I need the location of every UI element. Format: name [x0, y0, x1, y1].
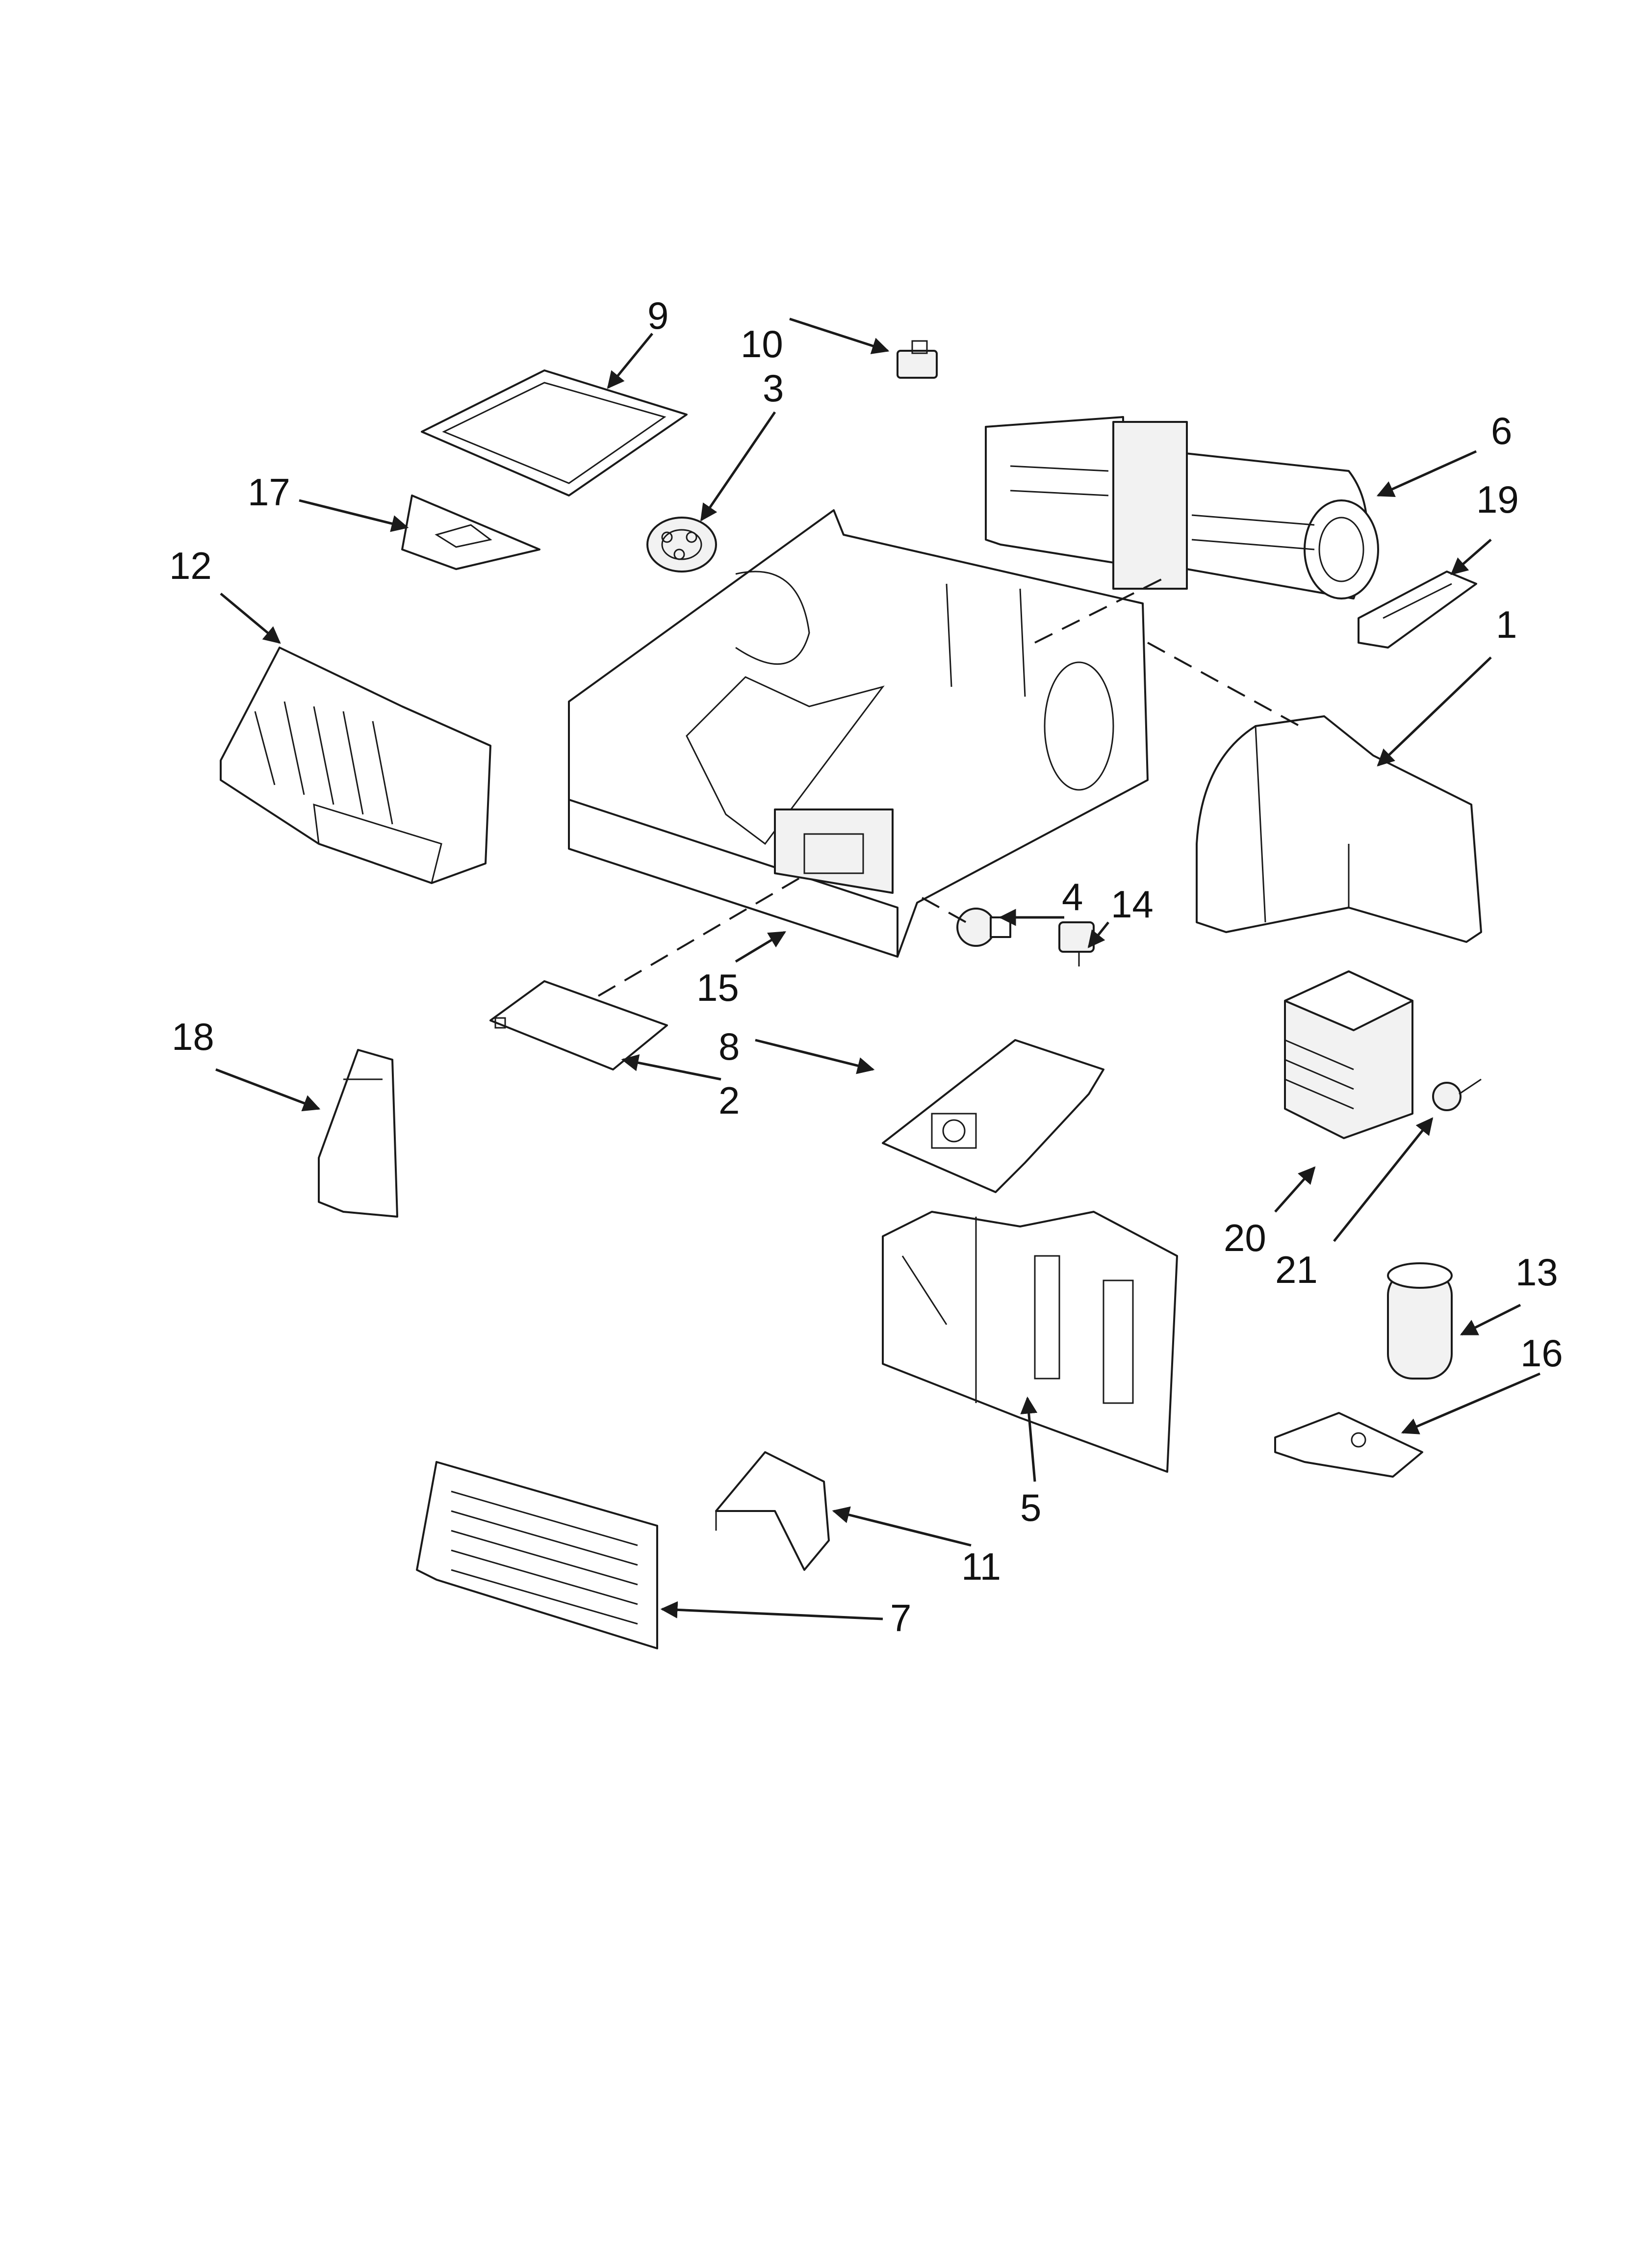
callout-9: 9 — [647, 294, 668, 337]
leader-arrows — [215, 317, 1540, 1620]
part-18-plate — [318, 1049, 398, 1218]
part-7-grille — [416, 1461, 658, 1649]
callout-12: 12 — [169, 544, 212, 587]
part-4-lamp — [956, 908, 1011, 947]
part-11-shield — [715, 1451, 830, 1571]
callout-17: 17 — [248, 470, 290, 514]
callout-7: 7 — [890, 1596, 911, 1640]
callout-18: 18 — [172, 1015, 214, 1058]
part-3-motor — [646, 517, 717, 573]
main-base-pan — [568, 509, 1149, 958]
part-6-blower — [985, 416, 1379, 600]
callout-8: 8 — [718, 1025, 740, 1068]
callout-1: 1 — [1496, 603, 1517, 646]
callout-5: 5 — [1020, 1486, 1041, 1529]
callout-labels: 9 10 3 6 17 19 12 1 4 14 15 18 8 2 20 21… — [169, 294, 1563, 1640]
part-16-bracket — [1274, 1412, 1423, 1478]
part-19-bracket — [1358, 571, 1477, 649]
callout-15: 15 — [696, 966, 739, 1009]
part-13-capacitor — [1387, 1262, 1453, 1380]
part-5-panel — [882, 1211, 1178, 1473]
part-14-socket — [1058, 921, 1095, 966]
callout-16: 16 — [1520, 1331, 1563, 1375]
callout-19: 19 — [1476, 478, 1519, 521]
callout-21: 21 — [1275, 1248, 1318, 1291]
callout-13: 13 — [1515, 1251, 1558, 1294]
part-9-filter — [421, 369, 688, 496]
callout-3: 3 — [763, 366, 784, 410]
part-20-transformer — [1284, 970, 1413, 1139]
callout-6: 6 — [1491, 409, 1512, 452]
part-10-switch — [897, 340, 938, 379]
callout-10: 10 — [741, 322, 783, 365]
part-2-plate — [489, 980, 668, 1070]
callout-14: 14 — [1111, 883, 1154, 926]
part-17-filter-label — [401, 495, 540, 570]
callout-2: 2 — [718, 1079, 740, 1122]
callout-4: 4 — [1062, 875, 1083, 918]
part-8-cover — [882, 1039, 1104, 1193]
part-1-side-duct — [1196, 715, 1482, 943]
part-21-fuse — [1432, 1078, 1482, 1111]
callout-20: 20 — [1224, 1216, 1266, 1259]
alignment-lines — [597, 578, 1300, 997]
part-12-duct — [220, 647, 491, 884]
callout-11: 11 — [961, 1545, 1001, 1588]
